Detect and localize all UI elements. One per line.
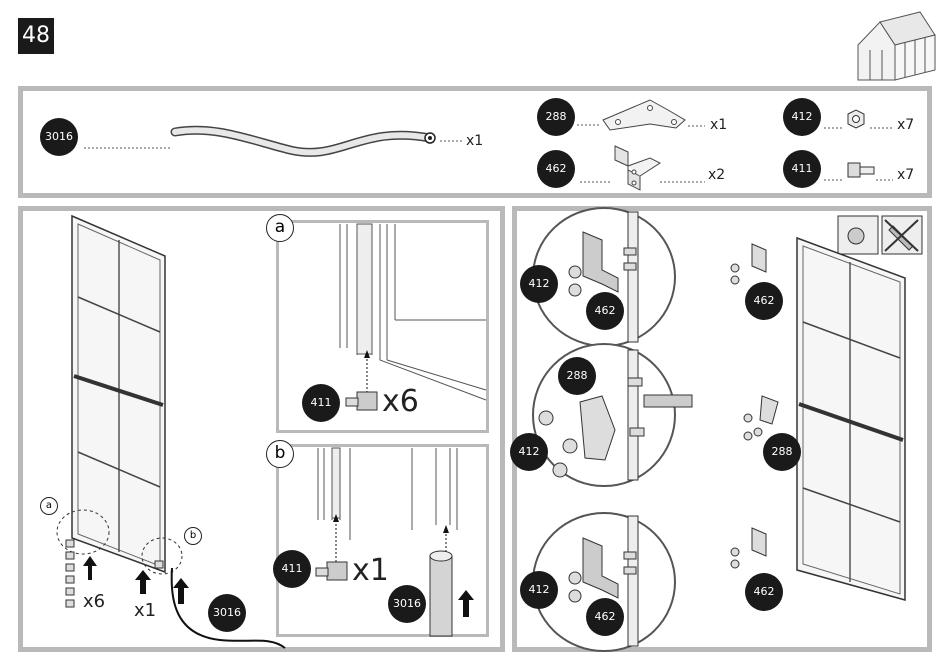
part-badge-462: 462: [537, 150, 575, 188]
circle1-nut-badge: 412: [520, 265, 558, 303]
part-badge-412: 412: [783, 98, 821, 136]
inset-a-label: a: [266, 214, 294, 242]
circle2-nut-badge: 412: [510, 433, 548, 471]
hose-badge-3016: 3016: [208, 594, 246, 632]
part-qty-3016: x1: [466, 133, 483, 149]
circle3-bracket-badge: 462: [586, 598, 624, 636]
left-qty-x1: x1: [134, 600, 156, 621]
assembly-badge-462-top: 462: [745, 282, 783, 320]
detail-a-label: a: [40, 497, 58, 515]
part-badge-411: 411: [783, 150, 821, 188]
detail-b-label: b: [184, 527, 202, 545]
part-qty-462: x2: [708, 167, 725, 183]
part-qty-411: x7: [897, 167, 914, 183]
inset-a-badge-411: 411: [302, 384, 340, 422]
circle1-bracket-badge: 462: [586, 292, 624, 330]
part-qty-288: x1: [710, 117, 727, 133]
inset-b-rail-badge-3016: 3016: [388, 585, 426, 623]
inset-b-label: b: [266, 440, 294, 468]
inset-b-badge-411: 411: [273, 550, 311, 588]
step-number: 48: [18, 18, 54, 54]
part-badge-288: 288: [537, 98, 575, 136]
inset-b-qty: x1: [352, 553, 389, 588]
circle3-nut-badge: 412: [520, 571, 558, 609]
circle2-bracket-badge: 288: [558, 357, 596, 395]
inset-b-panel: [276, 444, 489, 637]
right-panel: [512, 206, 932, 652]
assembly-badge-462-bottom: 462: [745, 573, 783, 611]
assembly-badge-288: 288: [763, 433, 801, 471]
part-badge-3016: 3016: [40, 118, 78, 156]
inset-a-qty: x6: [382, 384, 419, 419]
part-qty-412: x7: [897, 117, 914, 133]
left-qty-x6: x6: [83, 591, 105, 612]
